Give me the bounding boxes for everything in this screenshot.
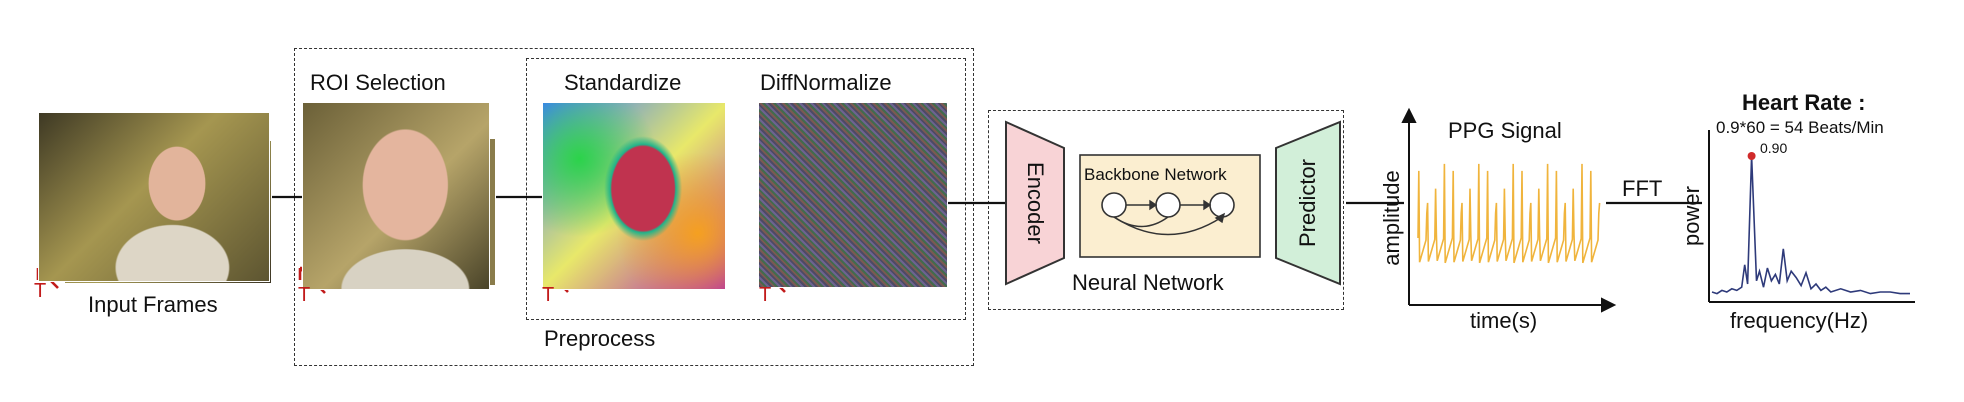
label-time: time(s) [1470,308,1538,333]
label-heart-rate-title: Heart Rate : [1742,90,1866,115]
label-neural-network: Neural Network [1072,270,1224,295]
label-frequency: frequency(Hz) [1730,308,1869,333]
label-ppg-signal: PPG Signal [1448,118,1562,143]
label-input-frames: Input Frames [88,292,218,317]
backbone-node-1 [1101,192,1127,218]
label-power: power [1679,186,1704,246]
label-peak-value: 0.90 [1760,140,1788,156]
spectrum-line [1711,155,1910,295]
neural-network-container [988,110,1344,310]
label-amplitude: amplitude [1379,170,1404,266]
ppg-x-arrow [1601,297,1617,313]
ppg-waveform [1417,163,1601,264]
label-predictor: Predictor [1295,158,1320,248]
preprocess-container [294,48,974,366]
label-fft: FFT [1622,176,1663,201]
label-standardize: Standardize [564,70,682,95]
backbone-node-3 [1209,192,1235,218]
time-symbol-input: T [34,280,47,302]
time-symbol-roi: T [298,284,311,306]
backbone-node-2 [1155,192,1181,218]
label-preprocess: Preprocess [544,326,656,351]
ppg-y-arrow [1401,107,1417,123]
label-encoder: Encoder [1023,162,1048,244]
label-backbone-network: Backbone Network [1084,165,1227,184]
encoder-shape [1005,120,1065,286]
label-roi-selection: ROI Selection [310,70,446,95]
label-diffnormalize: DiffNormalize [760,70,892,95]
time-symbol-diffnormalize: T [759,284,772,306]
peak-marker [1747,152,1756,160]
predictor-shape [1275,120,1341,286]
label-heart-rate-formula: 0.9*60 = 54 Beats/Min [1716,118,1884,137]
time-symbol-standardize: T [542,284,555,306]
preprocess-normalize-container [526,58,966,320]
